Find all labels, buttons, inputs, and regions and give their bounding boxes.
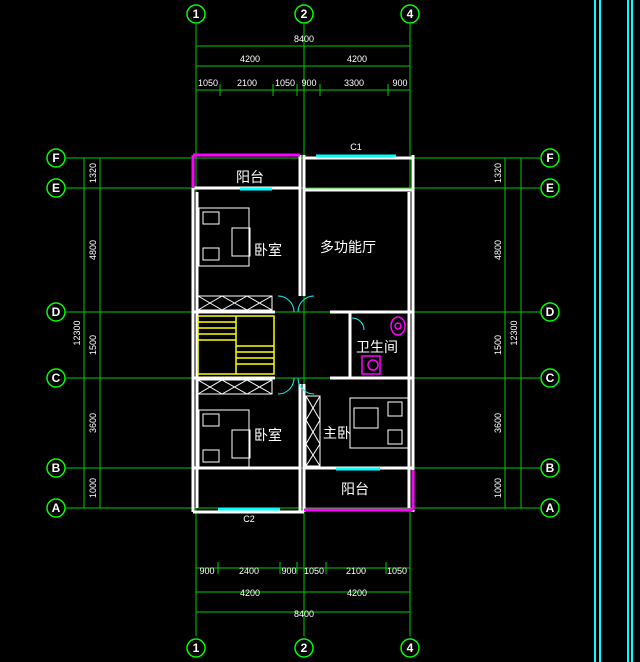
dim-left-detail-3: 1500 bbox=[88, 335, 98, 355]
dim-right-detail-2: 4800 bbox=[493, 240, 503, 260]
balcony-rails bbox=[191, 153, 415, 512]
dim-top-detail-3: 1050 bbox=[275, 78, 295, 88]
dim-top-mid-right: 4200 bbox=[347, 54, 367, 64]
dim-bottom-detail-6: 1050 bbox=[387, 566, 407, 576]
axis-label-left-b: B bbox=[52, 461, 61, 475]
dim-bottom-detail-2: 2400 bbox=[239, 566, 259, 576]
dim-bottom-detail-4: 1050 bbox=[304, 566, 324, 576]
window-tag-c2: C2 bbox=[243, 514, 255, 524]
doors bbox=[277, 295, 365, 395]
dim-right-total: 12300 bbox=[509, 320, 519, 345]
room-balcony-top: 阳台 bbox=[236, 170, 264, 186]
axis-label-left-f: F bbox=[52, 151, 59, 165]
axis-label-right-f: F bbox=[546, 151, 553, 165]
drawing-frame bbox=[594, 0, 633, 662]
dim-top-detail-1: 1050 bbox=[198, 78, 218, 88]
room-bedroom-bottom: 卧室 bbox=[254, 427, 282, 444]
dim-right-detail-5: 1000 bbox=[493, 478, 503, 498]
axis-label-bottom-4: 4 bbox=[407, 641, 414, 655]
axis-label-right-a: A bbox=[546, 501, 555, 515]
dim-top-mid-left: 4200 bbox=[240, 54, 260, 64]
dim-bottom-detail-5: 2100 bbox=[346, 566, 366, 576]
axis-label-right-b: B bbox=[546, 461, 555, 475]
room-multi-hall: 多功能厅 bbox=[320, 239, 376, 256]
dim-bottom-total: 8400 bbox=[294, 609, 314, 619]
axis-label-right-e: E bbox=[546, 181, 554, 195]
dim-left-detail-4: 3600 bbox=[88, 413, 98, 433]
axis-label-top-2: 2 bbox=[301, 7, 308, 21]
dim-bottom-detail-3: 900 bbox=[281, 566, 296, 576]
dim-left-detail-1: 1320 bbox=[88, 163, 98, 183]
dim-top-total: 8400 bbox=[294, 34, 314, 44]
dim-right-detail-4: 3600 bbox=[493, 413, 503, 433]
dim-right-detail-3: 1500 bbox=[493, 335, 503, 355]
bathroom-fixtures bbox=[361, 316, 406, 375]
axis-label-right-d: D bbox=[546, 305, 555, 319]
room-labels: 阳台 卧室 多功能厅 卫生间 卧室 主卧 阳台 bbox=[236, 170, 398, 498]
dim-left-detail-5: 1000 bbox=[88, 478, 98, 498]
dim-left-total: 12300 bbox=[72, 320, 82, 345]
axis-label-right-c: C bbox=[546, 371, 555, 385]
room-bathroom: 卫生间 bbox=[356, 340, 398, 356]
window-tag-c1: C1 bbox=[350, 142, 362, 152]
axis-label-bottom-2: 2 bbox=[301, 641, 308, 655]
dim-bottom-mid-left: 4200 bbox=[240, 588, 260, 598]
axis-label-left-a: A bbox=[52, 501, 61, 515]
axis-label-top-1: 1 bbox=[193, 7, 200, 21]
axis-label-left-c: C bbox=[52, 371, 61, 385]
staircase bbox=[197, 315, 275, 375]
room-balcony-bottom: 阳台 bbox=[341, 482, 369, 498]
dim-left-detail-2: 4800 bbox=[88, 240, 98, 260]
axis-label-top-4: 4 bbox=[407, 7, 414, 21]
dim-top-detail-4: 900 bbox=[301, 78, 316, 88]
axis-label-left-d: D bbox=[52, 305, 61, 319]
dim-bottom-mid-right: 4200 bbox=[347, 588, 367, 598]
axis-grid bbox=[66, 24, 540, 636]
beds bbox=[198, 207, 409, 469]
axis-label-left-e: E bbox=[52, 181, 60, 195]
axis-label-bottom-1: 1 bbox=[193, 641, 200, 655]
dim-bottom-detail-1: 900 bbox=[199, 566, 214, 576]
dim-top-detail-2: 2100 bbox=[237, 78, 257, 88]
dim-top-detail-5: 3300 bbox=[344, 78, 364, 88]
windows bbox=[218, 154, 396, 511]
room-bedroom-top: 卧室 bbox=[254, 242, 282, 259]
dim-top-detail-6: 900 bbox=[392, 78, 407, 88]
closets bbox=[197, 295, 321, 467]
axis-bubbles bbox=[46, 4, 560, 658]
room-master-bedroom: 主卧 bbox=[323, 426, 351, 442]
dim-right-detail-1: 1320 bbox=[493, 163, 503, 183]
